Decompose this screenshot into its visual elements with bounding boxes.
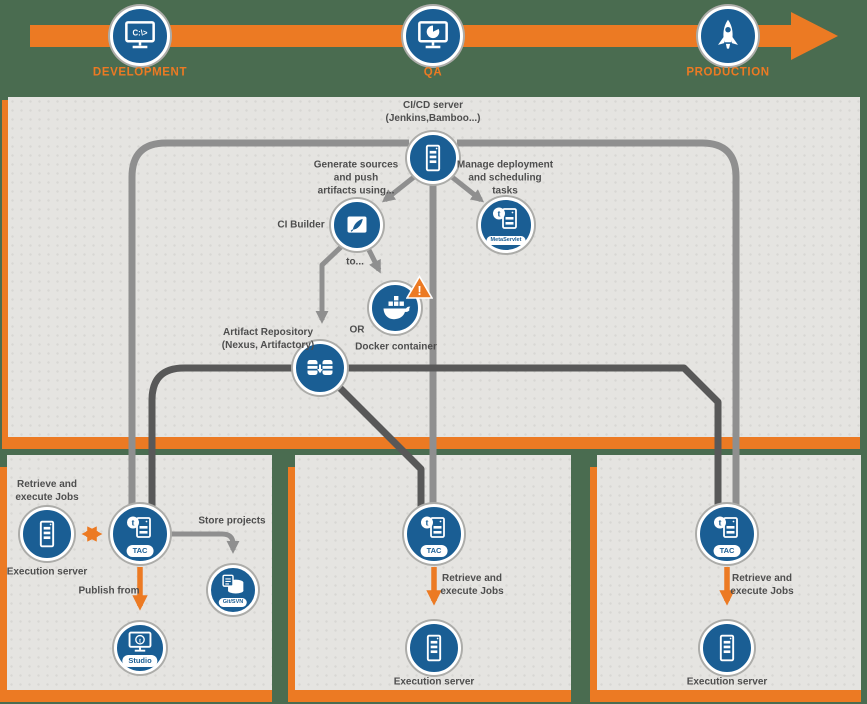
development-panel-left-accent [0,467,7,702]
arrow-cicd-to-metaservlet [450,175,485,203]
docker-whale-icon [383,296,411,320]
metaservlet-badge: MetaServlet [486,235,526,245]
cicd-server-label: CI/CD server (Jenkins,Bamboo...) [385,100,481,124]
svg-text:t: t [132,517,135,527]
dev-retrieve-jobs-label: Retrieve and execute Jobs [15,479,79,503]
wire-cicd-to-dev-tac [128,139,409,512]
arrow-tac-to-gitsvn [171,531,240,554]
prod-execution-server-label: Execution server [686,676,768,688]
talend-server-icon: t [421,516,445,538]
pipeline-bar-arrowhead [791,12,838,60]
server-icon [425,144,441,172]
arrow-cicd-to-cibuilder [381,175,416,203]
qa-execution-server-label: Execution server [393,676,475,688]
repository-databases-icon [307,360,333,375]
production-panel-left-accent [590,467,597,702]
svg-text:C:\>: C:\> [132,28,147,37]
prod-tac-node: t TAC [697,504,757,564]
wire-repo-to-qa-tac [336,384,425,510]
prod-execution-server-node [700,621,754,675]
svg-text:!: ! [417,283,421,298]
rocket-icon [718,19,738,49]
wire-repo-to-dev-tac [148,364,294,512]
publish-from-label: Publish from [78,585,140,597]
wire-repo-to-prod-tac [346,364,722,512]
server-icon [426,634,442,662]
dev-execution-server-node [20,507,74,561]
to-label: to... [346,256,364,268]
prod-retrieve-jobs-label: Retrieve and execute Jobs [730,573,794,597]
studio-badge: Studio [122,655,158,667]
server-icon [719,634,735,662]
store-projects-label: Store projects [198,515,266,527]
qa-panel-bottom-accent [288,690,571,702]
dev-tac-badge: TAC [126,545,154,557]
gitsvn-database-icon [222,574,244,593]
artifact-repository-node [293,341,347,395]
maven-feather-icon [347,216,367,233]
arrow-cibuilder-to-repo [315,245,343,324]
svg-text:t: t [139,638,142,644]
metaservlet-node: t MetaServlet [478,197,534,253]
qa-tac-badge: TAC [420,545,448,557]
studio-monitor-icon: t [128,631,152,652]
main-panel-left-accent [2,100,8,437]
qa-panel-left-accent [288,467,295,702]
or-label: OR [349,324,365,336]
gitsvn-node: Git/SVN [208,565,258,615]
development-stage-label: DEVELOPMENT [92,66,188,79]
production-stage-node [698,6,758,66]
production-panel-bottom-accent [590,690,861,702]
production-stage-label: PRODUCTION [686,66,770,79]
dev-terminal-monitor-icon: C:\> [125,21,155,49]
qa-chart-monitor-icon [418,21,448,49]
qa-retrieve-jobs-label: Retrieve and execute Jobs [440,573,504,597]
talend-server-icon: t [493,207,517,229]
development-stage-node: C:\> [110,6,170,66]
qa-tac-node: t TAC [404,504,464,564]
arrow-cibuilder-to-docker [365,246,382,274]
svg-text:t: t [719,517,722,527]
svg-text:t: t [498,209,501,219]
talend-server-icon: t [127,516,151,538]
wire-cicd-to-prod-tac [457,139,740,512]
ci-builder-label: CI Builder [277,219,325,231]
docker-container-label: Docker container [355,341,437,353]
ci-builder-node [331,199,383,251]
docker-warning-icon: ! [405,274,434,305]
development-panel-bottom-accent [0,690,272,702]
dev-tac-node: t TAC [110,504,170,564]
studio-node: t Studio [114,622,166,674]
artifact-repository-label: Artifact Repository (Nexus, Artifactory) [221,327,315,351]
talend-server-icon: t [714,516,738,538]
prod-tac-badge: TAC [713,545,741,557]
dev-execution-server-label: Execution server [6,566,88,578]
qa-stage-node [403,6,463,66]
cicd-server-node [407,132,459,184]
generate-sources-label: Generate sources and push artifacts usin… [313,159,399,197]
manage-deployment-label: Manage deployment and scheduling tasks [456,159,554,197]
qa-execution-server-node [407,621,461,675]
server-icon [39,520,55,548]
qa-stage-label: QA [423,66,443,79]
gitsvn-badge: Git/SVN [218,597,248,607]
svg-text:t: t [426,517,429,527]
